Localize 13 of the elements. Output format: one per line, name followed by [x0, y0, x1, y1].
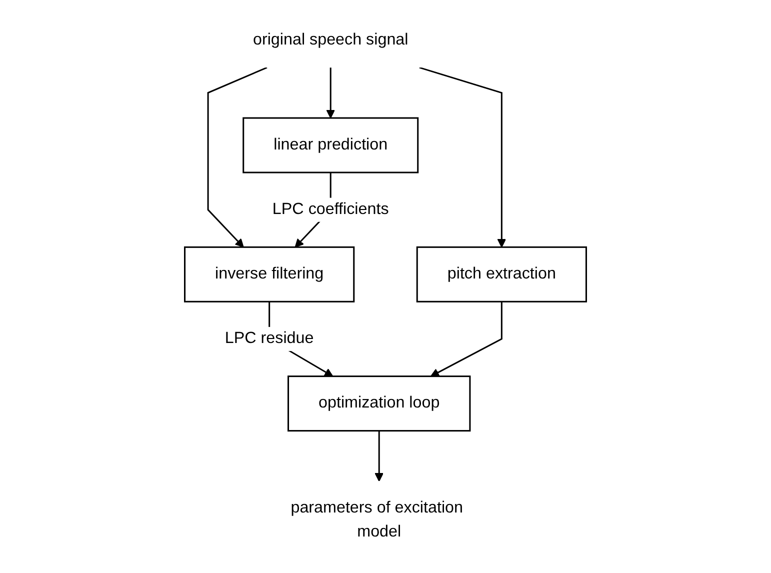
node-box: inverse filtering: [184, 246, 355, 302]
arrow: [326, 68, 336, 118]
arrow: [430, 302, 502, 377]
arrow: [374, 430, 384, 482]
edge-label: LPC coefficients: [272, 200, 389, 218]
node-text: parameters of excitation model: [290, 499, 463, 541]
node-box: pitch extraction: [416, 246, 587, 302]
arrow: [207, 66, 268, 248]
edge-label: LPC residue: [224, 330, 314, 348]
node-text: original speech signal: [252, 31, 408, 48]
node-box: optimization loop: [288, 376, 471, 432]
node-box: linear prediction: [242, 117, 419, 174]
arrow: [419, 66, 506, 248]
